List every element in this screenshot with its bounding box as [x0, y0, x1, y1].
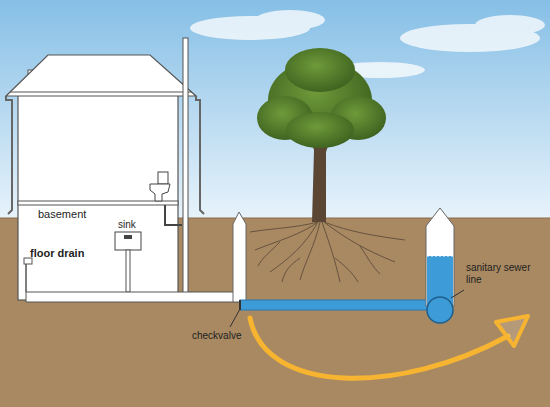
downspout — [6, 96, 12, 214]
manhole — [426, 208, 454, 306]
sink-symbol — [115, 232, 141, 292]
tree-canopy — [257, 48, 386, 148]
downspout — [196, 96, 204, 214]
sewer-lateral — [240, 300, 432, 310]
tree-roots — [250, 222, 405, 282]
drain-pipe — [26, 262, 240, 302]
leader-line — [230, 309, 240, 327]
vent-stack — [183, 38, 188, 293]
sewer-main — [427, 297, 453, 323]
house-wall — [18, 95, 178, 300]
roof-edge — [10, 92, 192, 93]
part-label: sanitary sewer line — [466, 262, 536, 285]
water-surface — [427, 256, 453, 257]
cleanout-riser — [233, 212, 246, 302]
part-label: checkvalve — [192, 330, 241, 342]
toilet — [150, 172, 182, 225]
floor — [18, 201, 178, 205]
checkvalve-symbol — [239, 300, 241, 310]
clouds — [190, 10, 545, 78]
fixture-label: sink — [118, 219, 136, 231]
leader-line — [451, 290, 464, 298]
roof — [6, 55, 196, 96]
flow-arrowhead — [496, 316, 528, 346]
fixture-label: floor drain — [30, 247, 84, 260]
room-label: basement — [38, 208, 86, 221]
flow-arrow — [250, 318, 508, 378]
